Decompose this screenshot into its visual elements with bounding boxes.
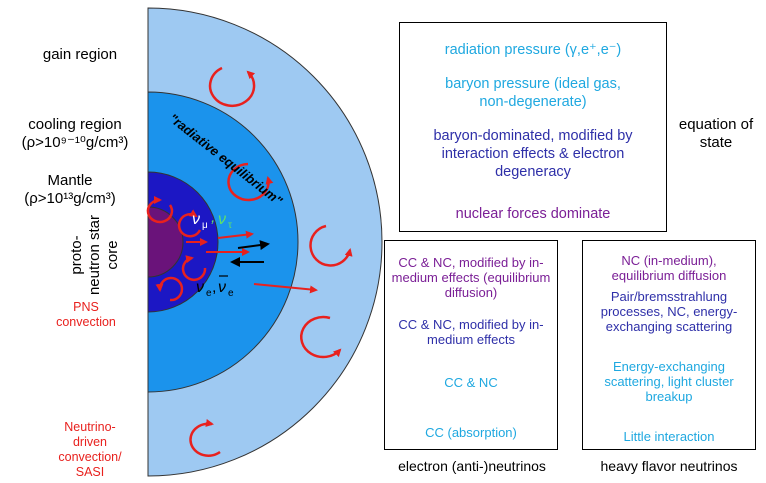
eos-box: radiation pressure (γ,e⁺,e⁻) baryon pres… [399,22,667,232]
neutrino-convection-label: Neutrino-driven convection/ SASI [58,420,122,479]
e-item-3: CC & NC [444,375,498,390]
svg-text:μ: μ [202,220,208,231]
svg-text:e: e [206,288,212,299]
eos-baryon-dominated: baryon-dominated, modified by interactio… [433,128,633,180]
anti-nu-e-symbol: ν [218,279,226,296]
core-disc [147,206,184,278]
h-item-1: NC (in-medium), equilibrium diffusion [611,253,727,283]
svg-text:,: , [212,279,216,296]
mantle-label: Mantle (ρ>10¹³g/cm³) [24,172,116,207]
e-item-2: CC & NC, modified by in-medium effects [398,317,544,347]
electron-neutrino-box: CC & NC, modified by in-medium effects (… [384,240,558,450]
svg-text:e: e [228,288,234,299]
electron-caption: electron (anti-)neutrinos [398,458,546,474]
gain-region-label: gain region [42,46,118,63]
heavy-neutrino-box: NC (in-medium), equilibrium diffusion Pa… [582,240,756,450]
eos-side-label: equation of state [678,116,754,151]
e-item-4: CC (absorption) [425,425,517,440]
convection-arrows [146,66,353,457]
svg-text:,: , [211,209,215,226]
heavy-caption: heavy flavor neutrinos [600,458,738,474]
eos-radiation: radiation pressure (γ,e⁺,e⁻) [444,42,622,58]
pns-convection-label: PNS convection [56,300,116,329]
h-item-2: Pair/bremsstrahlung processes, NC, energ… [600,289,738,334]
nu-mu-symbol: ν [192,211,200,228]
e-item-1: CC & NC, modified by in-medium effects (… [391,255,551,300]
nu-tau-symbol: ν [218,211,226,228]
eos-nuclear: nuclear forces dominate [455,206,611,222]
svg-text:τ: τ [228,220,232,231]
cooling-region-shell [147,91,299,393]
eos-baryon-pressure: baryon pressure (ideal gas, non-degenera… [445,76,621,110]
core-label: proto-neutron star core [68,214,121,296]
cooling-region-label: cooling region (ρ>10⁹⁻¹⁰g/cm³) [21,116,129,151]
nu-e-symbol: ν [196,279,204,296]
h-item-3: Energy-exchanging scattering, light clus… [604,359,734,404]
h-item-4: Little interaction [623,429,715,444]
